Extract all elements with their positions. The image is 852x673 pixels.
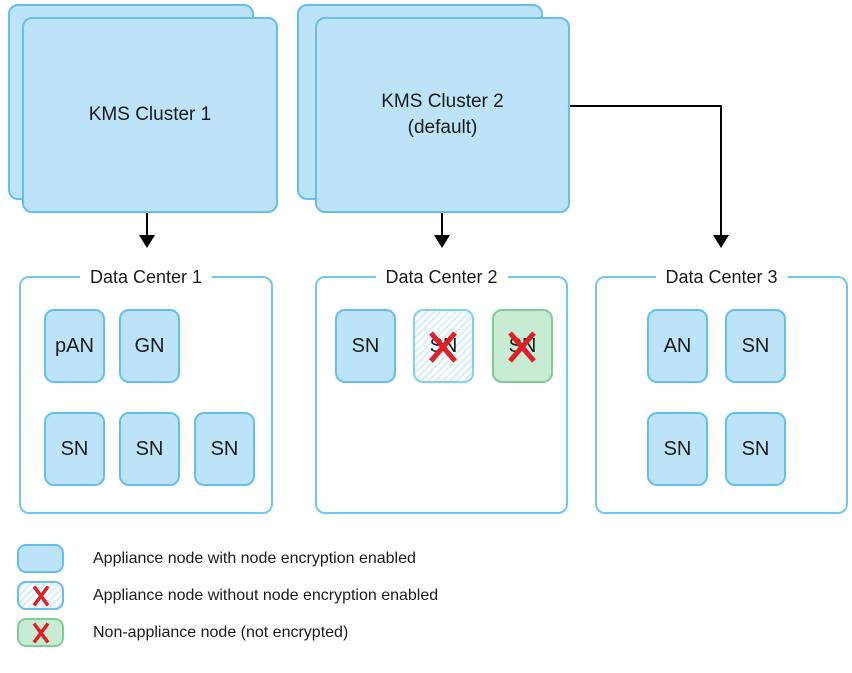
node-sn: SN [44, 412, 105, 486]
arrow-shaft-vertical [720, 105, 722, 236]
node-label: SN [429, 334, 458, 357]
legend-item-encrypted: Appliance node with node encryption enab… [17, 544, 416, 573]
legend-swatch-encrypted [17, 544, 64, 573]
legend-label: Appliance node without node encryption e… [93, 586, 439, 604]
node-sn: SN [725, 309, 786, 383]
data-center-1-container: Data Center 1 pAN GN SN SN SN [19, 264, 273, 514]
node-sn-non-appliance: SN [492, 309, 553, 383]
legend-swatch-non-appliance [17, 618, 64, 647]
legend-item-non-appliance: Non-appliance node (not encrypted) [17, 618, 348, 647]
node-label: SN [741, 437, 770, 460]
arrow-head-icon [713, 235, 729, 248]
kms-cluster-1-label: KMS Cluster 1 [88, 104, 212, 125]
legend-item-not-encrypted: Appliance node without node encryption e… [17, 581, 438, 610]
arrow-head-icon [139, 235, 155, 248]
node-sn-not-encrypted: SN [413, 309, 474, 383]
kms-cluster-2-sublabel: (default) [407, 117, 478, 138]
node-label: GN [134, 334, 165, 357]
node-label: SN [508, 334, 537, 357]
data-center-2-container: Data Center 2 SN SN SN [315, 264, 568, 514]
node-an: AN [647, 309, 708, 383]
arrow-shaft [441, 213, 443, 237]
node-pan: pAN [44, 309, 105, 383]
node-label: SN [60, 437, 89, 460]
node-label: SN [351, 334, 380, 357]
legend-swatch-not-encrypted [17, 581, 64, 610]
data-center-3-title: Data Center 3 [655, 264, 788, 290]
arrow-head-icon [434, 235, 450, 248]
kms-cluster-2-label: KMS Cluster 2 [381, 91, 504, 112]
kms-cluster-1-box: KMS Cluster 1 [22, 17, 278, 213]
node-label: SN [663, 437, 692, 460]
red-x-icon [32, 584, 49, 607]
data-center-3-container: Data Center 3 AN SN SN SN [595, 264, 848, 514]
data-center-1-title: Data Center 1 [79, 264, 213, 290]
arrow-shaft-horizontal [570, 105, 722, 107]
legend-label: Appliance node with node encryption enab… [93, 549, 416, 567]
node-gn: GN [119, 309, 180, 383]
node-label: AN [663, 334, 692, 357]
node-label: SN [210, 437, 239, 460]
node-sn: SN [194, 412, 255, 486]
node-sn: SN [647, 412, 708, 486]
node-label: SN [741, 334, 770, 357]
red-x-icon [32, 621, 49, 644]
node-label: pAN [55, 334, 94, 357]
data-center-2-title: Data Center 2 [375, 264, 508, 290]
node-sn: SN [119, 412, 180, 486]
node-sn: SN [725, 412, 786, 486]
kms-cluster-2-box: KMS Cluster 2 (default) [315, 17, 570, 213]
node-sn: SN [335, 309, 396, 383]
legend-label: Non-appliance node (not encrypted) [93, 623, 349, 641]
node-label: SN [135, 437, 164, 460]
arrow-shaft [146, 213, 148, 237]
